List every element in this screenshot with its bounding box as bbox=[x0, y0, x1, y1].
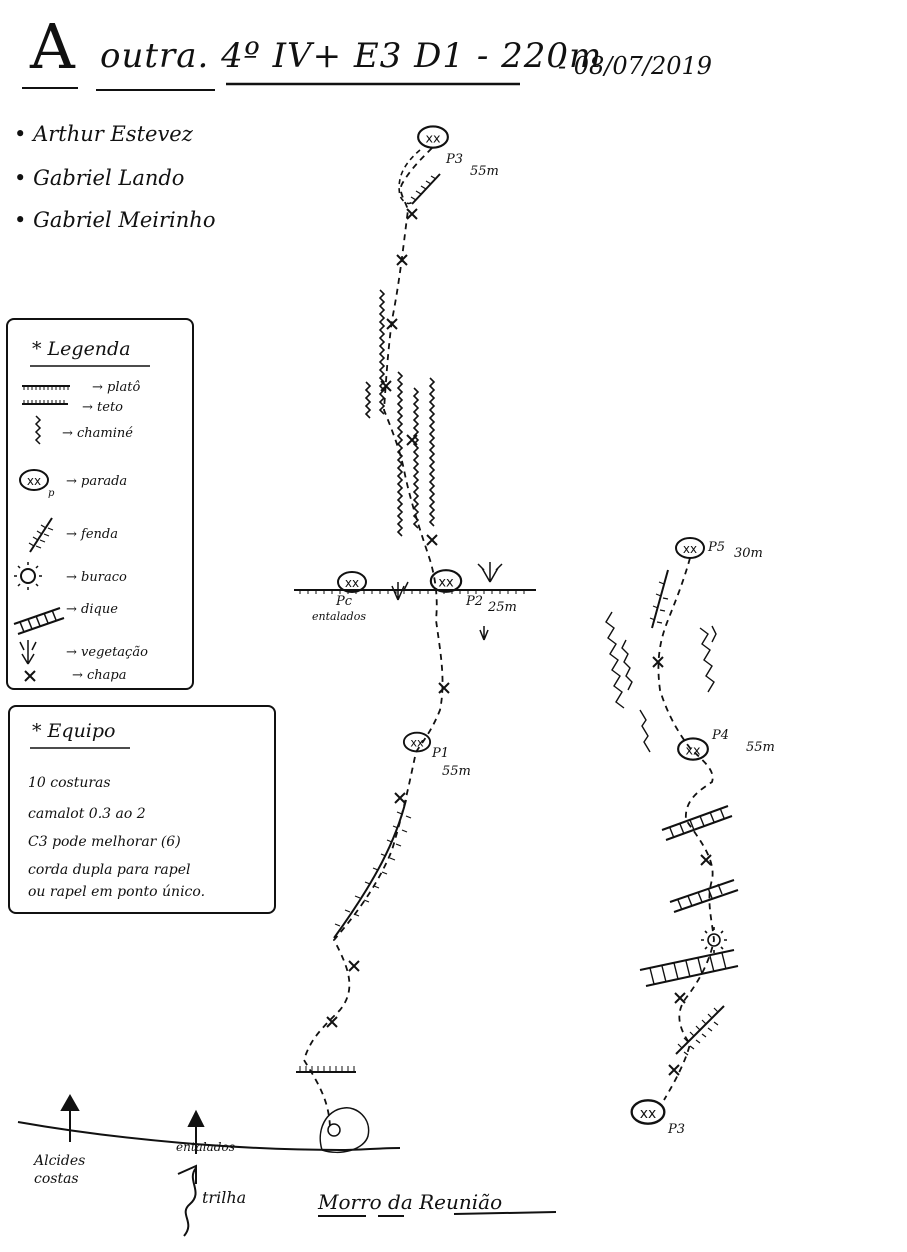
dike-icon bbox=[13, 607, 65, 635]
roof-icon bbox=[22, 400, 68, 405]
belay-station-p1 bbox=[402, 731, 432, 753]
trail-arrow-icon bbox=[177, 1164, 197, 1184]
bolt-marker bbox=[406, 434, 418, 446]
legend-label-crack: → fenda bbox=[66, 527, 118, 542]
dike-feature bbox=[661, 805, 733, 841]
label-p5-length: 30m bbox=[734, 546, 763, 561]
equipment-line: corda dupla para rapel bbox=[28, 862, 191, 878]
belay-station-icon bbox=[19, 469, 49, 491]
bolt-marker bbox=[668, 1064, 680, 1076]
legend-label-dike: → dique bbox=[66, 602, 118, 617]
legend-label-chimney: → chaminé bbox=[62, 426, 133, 441]
roof-small-icon bbox=[22, 385, 70, 390]
label-p1-length: 55m bbox=[442, 764, 471, 779]
climber-3: • Gabriel Meirinho bbox=[14, 208, 216, 232]
label-p5: P5 bbox=[708, 540, 726, 555]
label-mountain: Morro da Reunião bbox=[318, 1190, 503, 1214]
climber-2: • Gabriel Lando bbox=[14, 166, 185, 190]
trail-path bbox=[183, 1167, 197, 1237]
bolt-marker bbox=[426, 534, 438, 546]
station-p-mark: p bbox=[48, 488, 55, 499]
route-title: outra. 4º IV+ E3 D1 - 220m bbox=[100, 36, 603, 76]
legend-title: * Legenda bbox=[32, 338, 131, 360]
hole-icon bbox=[14, 562, 42, 590]
legend-label-teto: → teto bbox=[82, 400, 123, 415]
chimney-icon bbox=[34, 415, 42, 445]
crack-icon bbox=[28, 517, 54, 553]
climber-1: • Arthur Estevez bbox=[14, 122, 193, 146]
label-p3-top: P3 bbox=[446, 152, 464, 167]
bolt-marker bbox=[674, 992, 686, 1004]
route-variant-loop bbox=[398, 149, 421, 205]
bolts-right bbox=[652, 656, 712, 1076]
dike-feature bbox=[669, 879, 739, 913]
belay-station-pc bbox=[337, 571, 367, 593]
bolt-marker bbox=[386, 318, 398, 330]
route-line-main bbox=[303, 147, 444, 1131]
label-p1: P1 bbox=[432, 746, 450, 761]
bolt-marker bbox=[700, 854, 712, 866]
legend-label-bolt: → chapa bbox=[72, 668, 127, 683]
legend-label-hole: → buraco bbox=[66, 570, 127, 585]
hole-feature bbox=[701, 927, 727, 953]
mountain-underline bbox=[318, 1211, 557, 1217]
chimney-feature bbox=[364, 289, 436, 537]
legend-label-vegetation: → vegetação bbox=[66, 645, 148, 660]
label-base-left: Alcides costas bbox=[34, 1153, 86, 1187]
label-pc: Pc bbox=[336, 594, 353, 609]
crack-feature bbox=[675, 1005, 725, 1056]
belay-station-p3-bottom bbox=[630, 1099, 666, 1125]
arrow-up-icon bbox=[187, 1109, 205, 1154]
bolt-marker bbox=[394, 792, 406, 804]
equipment-line: C3 pode melhorar (6) bbox=[28, 834, 181, 850]
label-p4-length: 55m bbox=[746, 740, 775, 755]
arrow-up-icon bbox=[60, 1093, 80, 1142]
label-p4: P4 bbox=[712, 728, 730, 743]
crack-feature bbox=[410, 173, 441, 205]
label-p2-length: 25m bbox=[488, 600, 517, 615]
legend-label-plato: → platô bbox=[92, 380, 141, 395]
base-bush bbox=[319, 1107, 370, 1154]
bolt-marker bbox=[406, 208, 418, 220]
legend-box bbox=[6, 318, 194, 690]
belay-station-p3-top bbox=[417, 125, 449, 149]
legend-label-station: → parada bbox=[66, 474, 128, 489]
equipment-line: camalot 0.3 ao 2 bbox=[28, 806, 146, 822]
crack-feature bbox=[333, 799, 412, 939]
equipment-box bbox=[8, 705, 276, 914]
bolt-icon bbox=[24, 670, 36, 682]
label-p2: P2 bbox=[466, 594, 484, 609]
label-pc-note: entalados bbox=[312, 610, 366, 623]
title-letter: A bbox=[30, 10, 75, 83]
label-base-center: entalados bbox=[176, 1140, 235, 1154]
route-date: - 08/07/2019 bbox=[558, 52, 713, 80]
label-p3-length: 55m bbox=[470, 164, 499, 179]
label-trail: trilha bbox=[202, 1188, 247, 1207]
bolt-marker bbox=[348, 960, 360, 972]
dike-feature bbox=[639, 949, 739, 987]
belay-station-p5 bbox=[675, 537, 705, 559]
route-line-right bbox=[657, 557, 715, 1101]
equipment-title: * Equipo bbox=[32, 720, 116, 742]
vegetation-feature bbox=[391, 562, 503, 641]
belay-station-p4 bbox=[677, 737, 709, 761]
equipment-line: ou rapel em ponto único. bbox=[28, 884, 206, 900]
ground-line bbox=[17, 1121, 401, 1152]
vegetation-feature bbox=[605, 611, 717, 753]
vegetation-icon bbox=[19, 640, 37, 665]
base-roof-hatch bbox=[299, 1066, 355, 1072]
bolt-marker bbox=[438, 682, 450, 694]
equipment-line: 10 costuras bbox=[28, 775, 111, 791]
label-p3-bottom: P3 bbox=[668, 1122, 686, 1137]
crack-feature bbox=[649, 569, 669, 629]
